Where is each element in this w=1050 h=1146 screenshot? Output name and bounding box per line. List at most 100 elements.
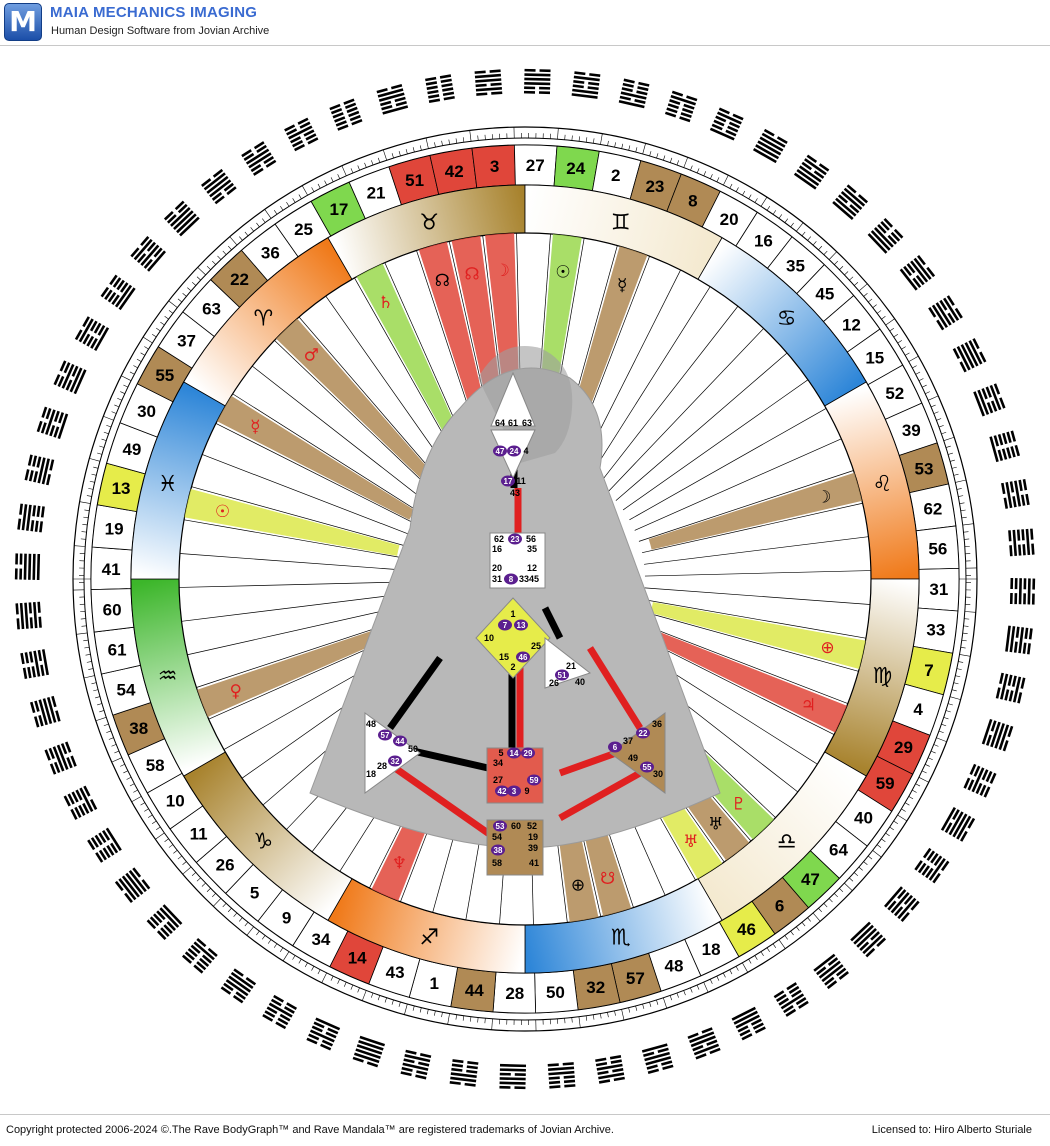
hexagram-line	[500, 1064, 526, 1067]
tick-mark	[84, 510, 89, 511]
brand-name: MAIA MECHANICS IMAGING	[50, 4, 257, 21]
tick-mark	[223, 251, 226, 255]
hexagram-line	[29, 651, 33, 662]
zodiac-glyph-icon: ♊	[611, 211, 631, 236]
gate-label: 42	[498, 787, 507, 796]
zodiac-glyph-icon: ♓	[158, 472, 178, 497]
tick-mark	[572, 136, 573, 141]
tick-mark	[936, 419, 941, 421]
tick-mark	[796, 927, 799, 931]
tick-mark	[413, 147, 414, 152]
planet-glyph-icon: ☿	[617, 276, 627, 296]
tick-mark	[404, 1004, 407, 1015]
tick-mark	[663, 998, 666, 1008]
tick-mark	[905, 353, 909, 356]
hexagram-icon	[64, 786, 98, 820]
hexagram-icon	[732, 1007, 766, 1041]
tick-mark	[912, 366, 916, 368]
tick-mark	[677, 160, 679, 165]
tick-mark	[82, 524, 87, 525]
tick-mark	[829, 252, 837, 260]
gate-label: 54	[492, 832, 502, 842]
tick-mark	[819, 246, 822, 250]
tick-mark	[256, 223, 259, 227]
hexagram-icon	[54, 360, 87, 394]
hexagram-line	[588, 86, 599, 90]
hexagram-icon	[15, 602, 41, 630]
hexagram-icon	[262, 995, 297, 1029]
hexagram-line	[38, 650, 42, 661]
hexagram-line	[638, 82, 649, 87]
copyright-text: Copyright protected 2006-2024 ©.The Rave…	[6, 1124, 614, 1136]
hexagram-line	[35, 521, 39, 532]
gate-label: 1	[510, 609, 515, 619]
planet-glyph-icon: ☋	[600, 869, 615, 889]
tick-mark	[106, 731, 111, 733]
tick-mark	[80, 502, 91, 504]
hexagram-line	[549, 1076, 560, 1079]
hexagram-icon	[1010, 578, 1035, 605]
gate-number: 13	[112, 479, 131, 498]
tick-mark	[399, 1002, 400, 1007]
tick-mark	[114, 751, 119, 753]
hexagram-icon	[524, 69, 551, 94]
hexagram-line	[444, 96, 455, 100]
tick-mark	[961, 510, 966, 511]
tick-mark	[886, 319, 895, 325]
gate-label: 21	[566, 661, 576, 671]
gate-label: 57	[381, 731, 390, 740]
gate-label: 49	[628, 753, 638, 763]
tick-mark	[761, 952, 764, 956]
hexagram-line	[25, 652, 29, 663]
hexagram-line	[500, 1068, 526, 1071]
hexagram-line	[420, 1053, 431, 1058]
tick-mark	[873, 850, 882, 857]
hexagram-line	[1002, 433, 1007, 444]
hexagram-line	[1015, 445, 1020, 456]
tick-mark	[919, 379, 923, 381]
hexagram-icon	[87, 828, 122, 863]
gate-label: 35	[527, 544, 537, 554]
tick-mark	[965, 611, 976, 612]
tick-mark	[881, 839, 885, 842]
hexagram-line	[30, 702, 35, 713]
hexagram-icon	[353, 1036, 385, 1068]
hexagram-line	[500, 1077, 526, 1080]
tick-mark	[114, 405, 119, 407]
tick-mark	[93, 467, 98, 468]
hexagram-line	[46, 474, 51, 485]
hexagram-line	[599, 1079, 610, 1083]
gate-number: 27	[526, 156, 545, 175]
tick-mark	[962, 640, 967, 641]
tick-mark	[868, 856, 872, 859]
hexagram-line	[1032, 594, 1035, 605]
tick-mark	[141, 803, 145, 806]
tick-mark	[93, 690, 98, 691]
tick-mark	[952, 690, 957, 691]
tick-mark	[808, 237, 811, 241]
gate-label: 33	[519, 574, 529, 584]
hexagram-line	[17, 618, 20, 629]
zodiac-glyph-icon: ♈	[254, 306, 274, 331]
hexagram-line	[612, 1068, 623, 1072]
planet-glyph-icon: ♇	[731, 795, 746, 815]
tick-mark	[286, 202, 289, 206]
tick-mark	[268, 940, 271, 944]
hexagram-icon	[989, 431, 1020, 463]
hexagram-line	[429, 99, 440, 103]
hexagram-line	[1009, 690, 1014, 701]
tick-mark	[608, 141, 609, 146]
gate-label: 37	[623, 736, 633, 746]
tick-mark	[905, 803, 909, 806]
tick-mark	[456, 138, 457, 143]
app-header: M MAIA MECHANICS IMAGING Human Design So…	[0, 0, 1050, 46]
hexagram-line	[32, 505, 36, 516]
hexagram-line	[524, 82, 550, 85]
tick-mark	[198, 267, 206, 275]
hexagram-line	[450, 1081, 461, 1085]
tick-mark	[228, 908, 231, 912]
hexagram-line	[394, 97, 405, 102]
tick-mark	[916, 784, 920, 786]
tick-mark	[773, 944, 776, 948]
tick-mark	[82, 532, 87, 533]
